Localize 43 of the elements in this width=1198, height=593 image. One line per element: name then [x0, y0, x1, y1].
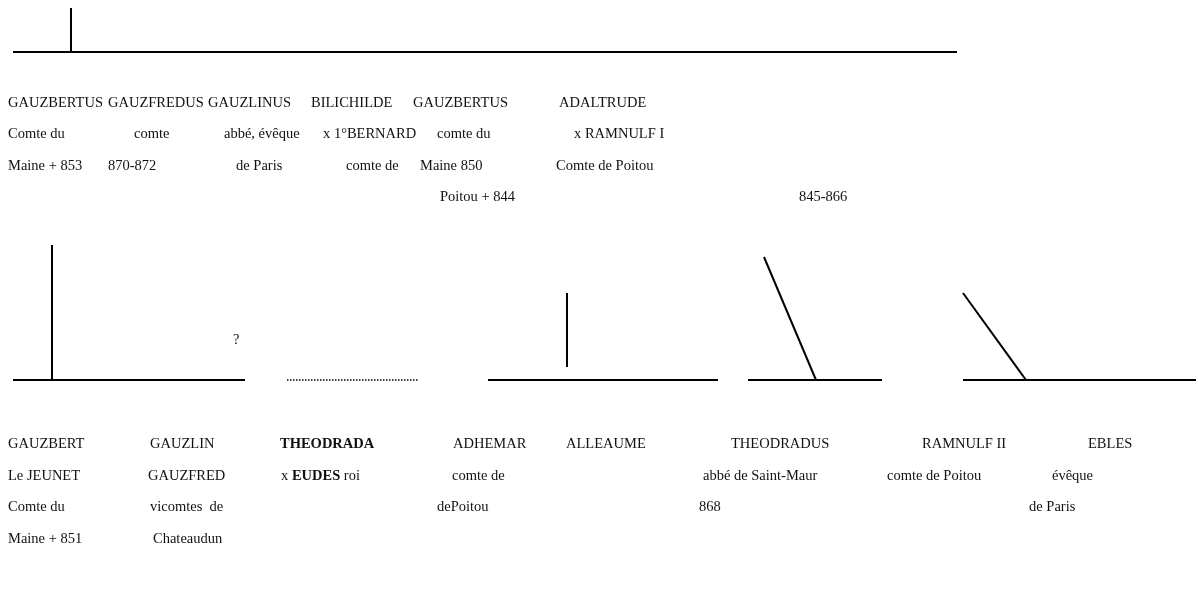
person-description: comte	[134, 124, 170, 142]
person-description: comte de	[452, 466, 505, 484]
person-description: Poitou + 844	[440, 187, 516, 205]
question-mark: ?	[233, 330, 240, 348]
person-description: x EUDES roi	[281, 466, 360, 484]
person-name: BILICHILDE	[311, 93, 393, 111]
person-description: comte de	[346, 156, 399, 174]
person-description: GAUZFRED	[148, 466, 226, 484]
person-name: THEODRADA	[280, 434, 375, 452]
person-description: évêque	[1052, 466, 1094, 484]
person-name: GAUZFREDUS	[108, 93, 204, 111]
person-description: de Paris	[236, 156, 283, 174]
person-description: Chateaudun	[153, 529, 223, 547]
person-description: dePoitou	[437, 497, 489, 515]
person-description: Le JEUNET	[8, 466, 81, 484]
person-description: comte de Poitou	[887, 466, 982, 484]
person-description: Comte du	[8, 497, 65, 515]
person-description: 845-866	[799, 187, 848, 205]
person-name: GAUZBERT	[8, 434, 85, 452]
person-name: ALLEAUME	[566, 434, 646, 452]
person-name: ADHEMAR	[453, 434, 527, 452]
person-name: EBLES	[1088, 434, 1133, 452]
person-description: 870-872	[108, 156, 157, 174]
person-name: ADALTRUDE	[559, 93, 647, 111]
person-description: Maine + 851	[8, 529, 83, 547]
person-name: GAUZBERTUS	[413, 93, 508, 111]
person-description: Comte de Poitou	[556, 156, 654, 174]
person-name: GAUZLINUS	[208, 93, 291, 111]
person-description: Maine 850	[420, 156, 483, 174]
person-description: Comte du	[8, 124, 65, 142]
person-name: THEODRADUS	[731, 434, 830, 452]
person-description: 868	[699, 497, 721, 515]
person-description: de Paris	[1029, 497, 1076, 515]
person-description: x RAMNULF I	[574, 124, 665, 142]
person-name: GAUZLIN	[150, 434, 215, 452]
person-description: x 1°BERNARD	[323, 124, 417, 142]
person-name: GAUZBERTUS	[8, 93, 103, 111]
person-name: RAMNULF II	[922, 434, 1007, 452]
person-description: Maine + 853	[8, 156, 83, 174]
person-description: abbé, évêque	[224, 124, 300, 142]
person-description: comte du	[437, 124, 491, 142]
person-description: abbé de Saint-Maur	[703, 466, 818, 484]
person-description: vicomtes de	[150, 497, 224, 515]
